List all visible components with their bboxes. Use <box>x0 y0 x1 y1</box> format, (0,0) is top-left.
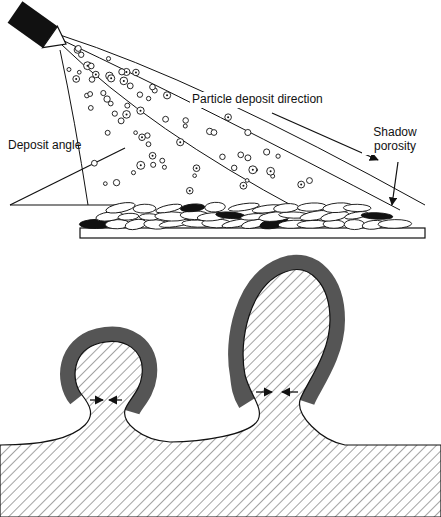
porosity-leader <box>392 162 398 205</box>
stress-arrows <box>90 392 298 400</box>
deposit-angle-wedge <box>10 148 125 205</box>
spray-gun <box>8 1 66 47</box>
substrate-profile <box>0 270 441 517</box>
splats <box>79 200 411 231</box>
annotation-label: Deposit angle <box>6 138 83 154</box>
annotation-label: Shadow porosity <box>362 125 428 155</box>
particle-stream <box>60 35 425 210</box>
annotation-label: Particle deposit direction <box>190 92 325 108</box>
particles <box>67 45 312 194</box>
